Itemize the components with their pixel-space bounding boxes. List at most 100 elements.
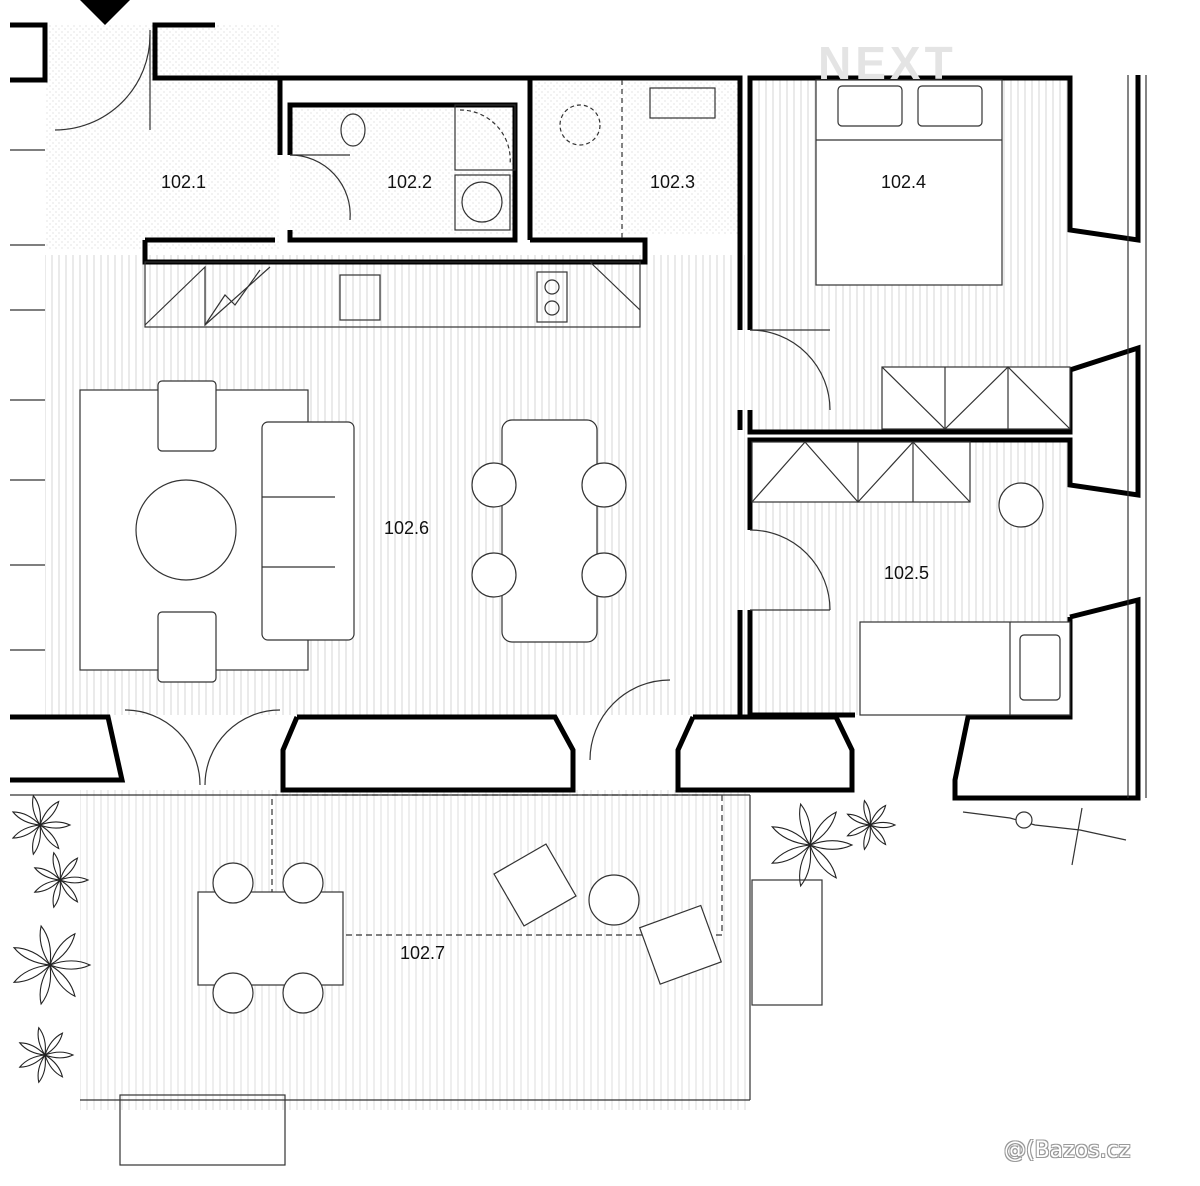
bedroom-1-outer: [747, 75, 1141, 330]
plant-leaf: [799, 844, 812, 888]
plant-leaf: [869, 804, 887, 826]
lounge-chair: [493, 843, 577, 927]
plant-leaf: [809, 844, 837, 879]
plant-leaf: [49, 960, 92, 970]
pillow: [837, 85, 903, 127]
bedroom-2-door-swing: [749, 529, 831, 611]
entrance-door-swing: [54, 34, 151, 131]
side-table: [588, 874, 640, 926]
terrace-chair: [212, 862, 254, 904]
plant-leaf: [33, 867, 61, 881]
plant-leaf: [44, 1054, 64, 1078]
plant-icon: [11, 794, 72, 856]
watermark-site: @(Bazos.cz: [1004, 1138, 1131, 1163]
facade-wall-2: [280, 714, 576, 793]
plant-leaf: [809, 840, 854, 850]
plant-leaf: [863, 799, 871, 826]
room-label-bathroom: 102.3: [650, 172, 696, 192]
plant-leaf: [799, 802, 812, 846]
plant-leaf: [33, 879, 61, 893]
bath-fixtures: [340, 80, 716, 240]
plant-leaf: [39, 821, 72, 829]
plant-leaf: [37, 1026, 46, 1056]
plant-leaf: [18, 1054, 46, 1068]
plant-leaf: [39, 964, 52, 1006]
bicycle: [962, 811, 1127, 841]
basin-bowl: [461, 181, 503, 223]
wc-door-swing: [289, 154, 351, 221]
plant-leaf: [809, 811, 837, 846]
terrace-floor: [80, 790, 750, 1110]
plant-leaf: [37, 1054, 46, 1084]
wardrobe-2: [751, 441, 971, 503]
watermark-logo: NEXT: [818, 37, 957, 89]
coffee-table: [135, 479, 237, 581]
plant-leaf: [59, 876, 90, 884]
plant-leaf: [52, 851, 61, 881]
bedroom-wall-mid: [747, 344, 1141, 530]
dining-chair: [471, 462, 517, 508]
shower-arc: [459, 109, 511, 166]
room-label-living: 102.6: [384, 518, 430, 538]
room-label-bedroom-2: 102.5: [884, 563, 930, 583]
plant-leaf: [44, 1032, 64, 1056]
plant-icon: [846, 799, 897, 851]
wc-outline: [287, 102, 518, 243]
plant-leaf: [44, 1051, 75, 1059]
desk-chair: [998, 482, 1044, 528]
kitchen-counter: [144, 261, 641, 328]
bath-basin: [649, 87, 716, 119]
plant-leaf: [18, 1042, 46, 1056]
plant-leaf: [11, 824, 41, 839]
dining-chair: [581, 552, 627, 598]
plant-leaf: [770, 844, 811, 864]
entrance-arrow-icon: [80, 0, 130, 25]
terrace-door-left-swing: [124, 709, 201, 786]
plant-leaf: [12, 947, 51, 966]
kitchen-sink: [339, 274, 381, 321]
bath-floor: [535, 80, 740, 235]
bicycle-wheel: [1015, 811, 1033, 829]
plant-leaf: [32, 794, 41, 826]
plant-leaf: [11, 811, 41, 826]
cooktop: [536, 271, 568, 323]
terrace-door-mid-swing: [204, 709, 281, 786]
plant-leaf: [39, 824, 60, 850]
shower-tray: [454, 104, 516, 171]
plant-leaf: [49, 932, 76, 966]
plant-leaf: [846, 824, 871, 837]
plant-leaf: [59, 879, 79, 903]
plants: [11, 794, 897, 1084]
lounge-chair: [638, 904, 723, 985]
plant-leaf: [49, 964, 76, 998]
bicycle-handle: [1071, 807, 1083, 866]
armchair-top: [157, 380, 217, 452]
plant-leaf: [869, 821, 897, 829]
terrace-chair: [282, 972, 324, 1014]
plant-icon: [12, 924, 92, 1006]
counter-div: [589, 261, 641, 311]
dining-chair: [581, 462, 627, 508]
bedroom-2-right: [952, 596, 1141, 801]
dining-chair: [471, 552, 517, 598]
planter: [751, 879, 823, 1006]
hob-ring: [544, 279, 560, 295]
washbasin: [454, 174, 511, 231]
plant-leaf: [32, 824, 41, 856]
room-label-wc: 102.2: [387, 172, 433, 192]
floor-fills: [45, 25, 1070, 1110]
counter-hatch: [144, 265, 271, 327]
thin-lines: [10, 30, 1147, 1166]
shower-head: [559, 104, 601, 146]
hall-floor: [45, 25, 280, 250]
hob-ring: [544, 300, 560, 316]
plant-leaf: [39, 800, 60, 826]
entrance-wall-left: [10, 22, 48, 83]
counter-zigzag: [204, 269, 261, 326]
plant-leaf: [39, 924, 52, 966]
room-label-terrace: 102.7: [400, 943, 446, 963]
armchair-bottom: [157, 611, 217, 683]
sofa: [261, 421, 355, 641]
terrace-chair: [282, 862, 324, 904]
